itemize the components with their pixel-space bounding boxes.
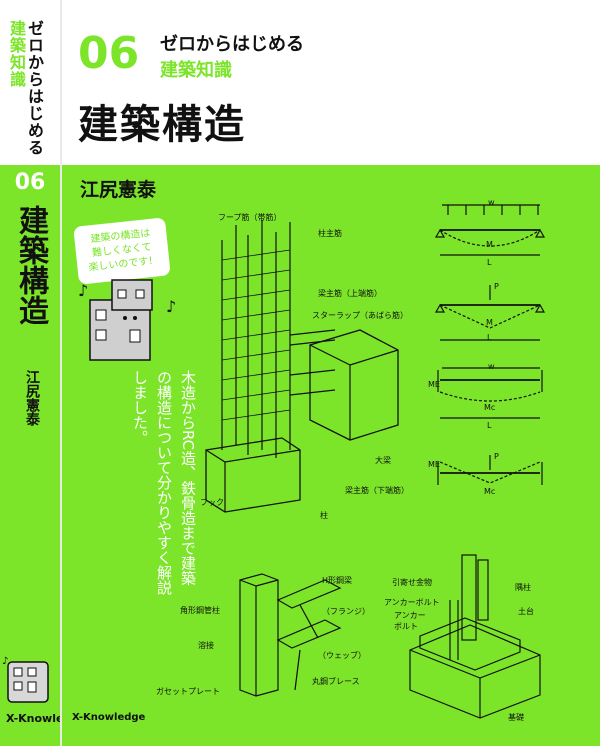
- wood-foundation-illustration: [409, 554, 541, 719]
- beam-mc-1: Mc: [484, 403, 496, 412]
- building-mascot-illustration: ♪ ♪: [78, 279, 176, 361]
- cover-author: 江尻憲泰: [80, 179, 157, 201]
- cover-series-line1: ゼロからはじめる: [160, 34, 304, 55]
- label-hardware: 引寄せ金物: [392, 578, 432, 587]
- label-foundation: 基礎: [508, 713, 524, 722]
- label-beam-bottom: 梁主筋（下端筋）: [345, 486, 409, 495]
- beam-p-1: P: [494, 282, 499, 291]
- label-corner-post: 隅柱: [515, 583, 531, 592]
- svg-text:♪: ♪: [78, 281, 88, 300]
- beam-w-2: w: [488, 362, 495, 371]
- beam-l-2: L: [487, 333, 492, 342]
- beam-diagram-fixed-point: [437, 455, 543, 485]
- svg-text:♪: ♪: [166, 297, 176, 316]
- beam-me-1: ME: [428, 380, 440, 389]
- spine-author: 江尻憲泰: [24, 370, 40, 426]
- cover-tagline: 木造からRC造、鉄骨造まで建築の構造について分かりやすく解説しました。: [131, 370, 197, 595]
- cover-publisher-logo: X-Knowledge: [72, 712, 146, 723]
- spine-series-line2: 建築知識: [7, 20, 26, 88]
- beam-mc-2: Mc: [484, 487, 496, 496]
- label-column: 柱: [320, 511, 328, 520]
- beam-m-1: M: [486, 240, 493, 249]
- label-big-beam: 大梁: [375, 456, 391, 465]
- beam-diagram-point-load: [434, 285, 546, 341]
- label-hoop: フープ筋（帯筋）: [218, 213, 282, 222]
- beam-p-2: P: [494, 452, 499, 461]
- cover-header: [62, 0, 600, 165]
- label-main-bar: 柱主筋: [318, 229, 342, 238]
- cover-series-line2: 建築知識: [160, 60, 232, 81]
- label-beam-top: 梁主筋（上端筋）: [318, 289, 382, 298]
- label-hook: フック: [200, 498, 224, 507]
- beam-diagram-uniform-load: [434, 204, 546, 256]
- label-brace: 丸鋼ブレース: [312, 677, 360, 686]
- spine-title: 建築構造: [13, 205, 48, 325]
- spine-header: [0, 0, 60, 165]
- label-square-column: 角形鋼管柱: [180, 606, 220, 615]
- label-flange: （フランジ）: [322, 607, 370, 616]
- label-web: （ウェッブ）: [318, 651, 366, 660]
- steel-frame-illustration: [239, 573, 342, 697]
- beam-me-2: ME: [428, 460, 440, 469]
- label-anchor-bolt: アンカーボルト: [384, 598, 440, 607]
- cover-title: 建築構造: [78, 102, 246, 148]
- beam-l-3: L: [487, 421, 492, 430]
- cover-number: 06: [78, 28, 140, 79]
- spine-divider: [60, 0, 62, 746]
- beam-m-2: M: [486, 318, 493, 327]
- svg-text:♪: ♪: [2, 656, 8, 667]
- beam-diagrams-illustration: [434, 204, 546, 485]
- label-anchor-bolt-2: アンカー ボルト: [394, 611, 426, 631]
- spine-series-line1: ゼロからはじめる: [25, 20, 44, 156]
- beam-w-1: w: [488, 198, 495, 207]
- label-weld: 溶接: [198, 641, 214, 650]
- label-h-beam: H形鋼梁: [322, 576, 353, 585]
- spine-number: 06: [14, 170, 46, 195]
- beam-diagram-fixed-uniform: [437, 367, 543, 419]
- label-gusset: ガセットプレート: [156, 687, 220, 696]
- spine-building-illustration: ♪: [2, 656, 49, 703]
- label-stirrup: スターラップ（あばら筋）: [312, 311, 408, 320]
- rc-column-illustration: [205, 220, 399, 513]
- beam-l-1: L: [487, 258, 492, 267]
- label-sill: 土台: [518, 607, 534, 616]
